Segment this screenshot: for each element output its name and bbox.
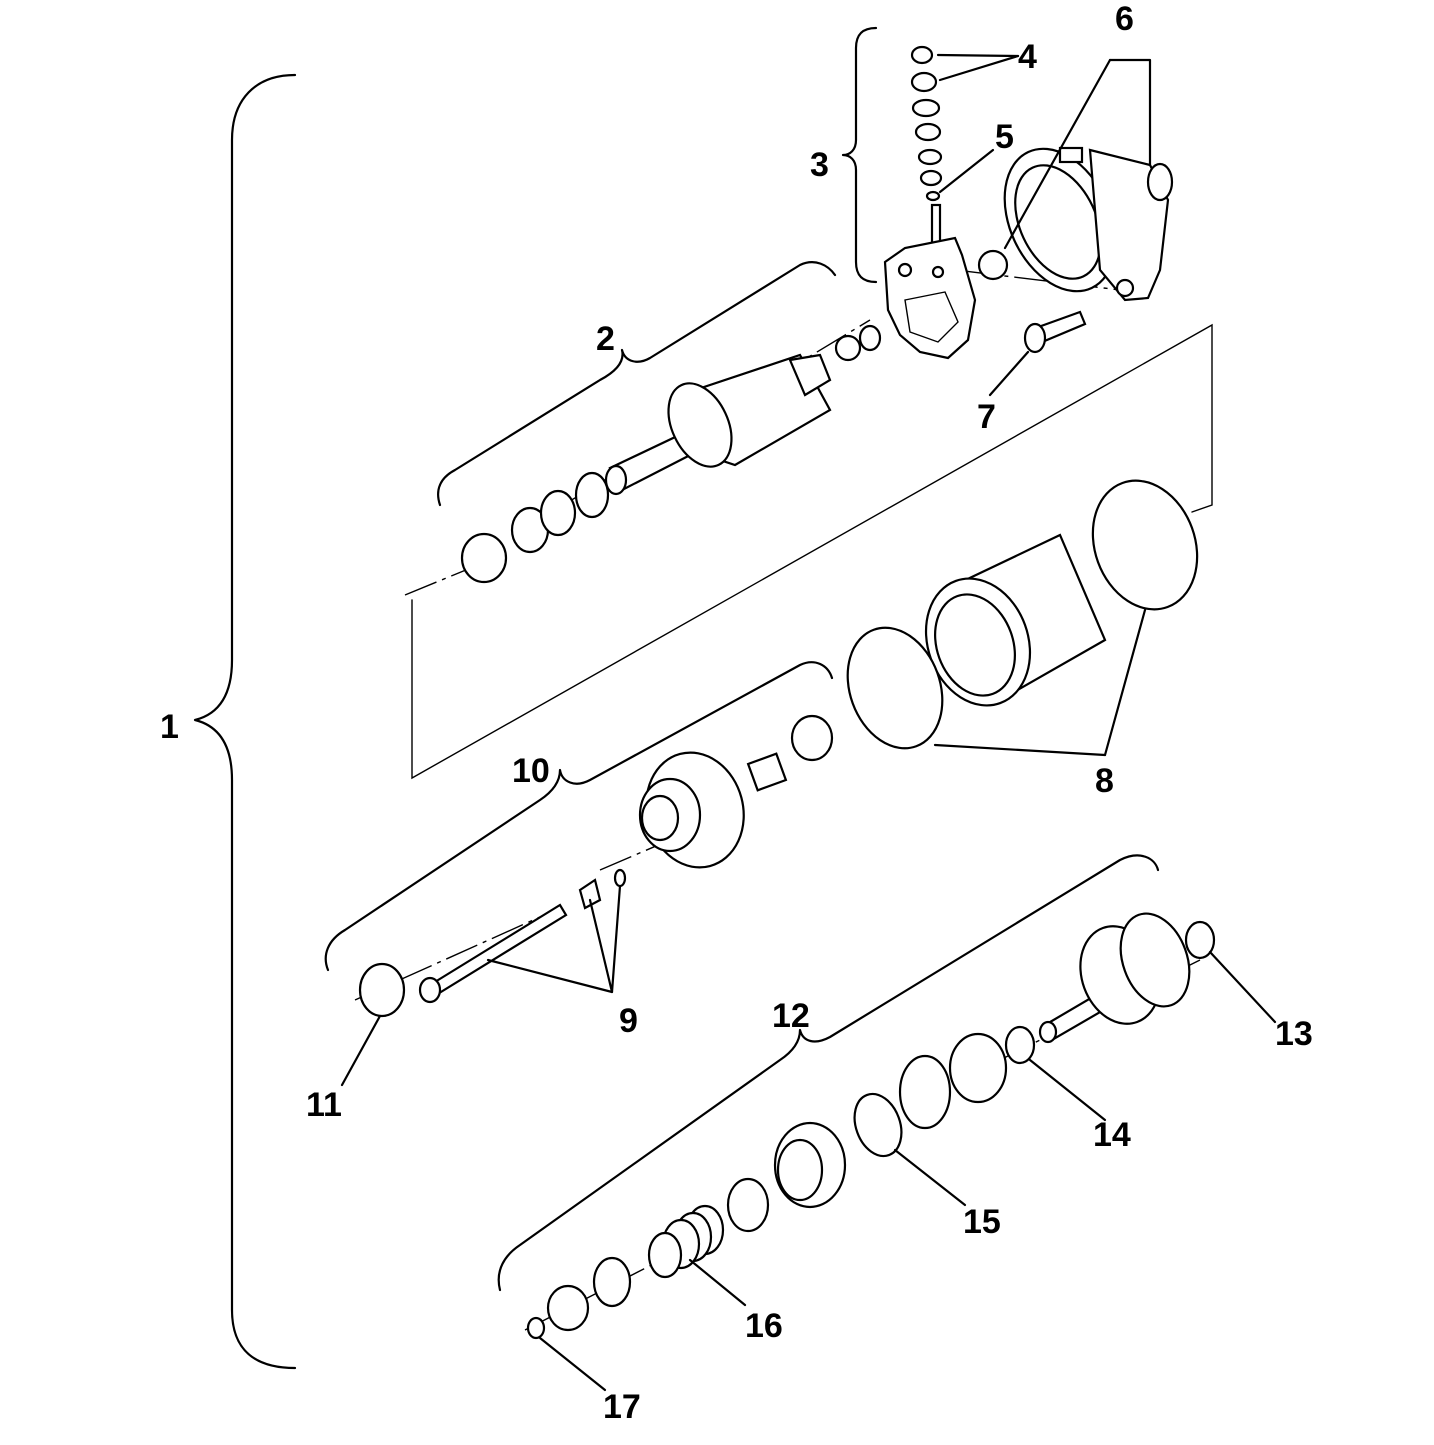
circlip-part-17 <box>526 1316 546 1340</box>
leader-8a <box>933 743 1107 757</box>
brace-group-12 <box>497 854 1160 1292</box>
leader-17 <box>538 1336 607 1392</box>
nut-stack-part-4 <box>910 45 943 202</box>
ring-part-11 <box>358 962 406 1018</box>
leader-11 <box>340 1014 382 1087</box>
collar <box>592 1256 632 1308</box>
stop-washer <box>546 1284 590 1332</box>
callout-3: 3 <box>810 146 829 184</box>
callout-10: 10 <box>512 752 550 790</box>
screw-part-7 <box>1023 310 1087 354</box>
yoke-part-8 <box>846 479 1199 750</box>
brush-holder-part-3 <box>883 203 977 360</box>
callout-8: 8 <box>1095 762 1114 800</box>
clip-part-14 <box>1004 1025 1036 1065</box>
leader-14 <box>1028 1058 1107 1122</box>
callout-11: 11 <box>306 1086 342 1124</box>
through-bolt-part-9 <box>418 868 627 1004</box>
brace-group-10 <box>324 661 834 972</box>
callout-5: 5 <box>995 118 1014 156</box>
gear-shaft-part-13 <box>1038 912 1216 1044</box>
leader-7 <box>988 350 1030 397</box>
leader-4a <box>936 53 1020 58</box>
leader-9b <box>610 884 622 994</box>
leader-6b <box>1108 58 1152 167</box>
leader-6a <box>1003 58 1112 250</box>
pinion-inner <box>776 1138 824 1202</box>
leader-15 <box>893 1148 967 1207</box>
centerline-bolt <box>354 907 561 1001</box>
callout-2: 2 <box>596 320 615 358</box>
armature-part-2 <box>460 324 882 584</box>
callout-16: 16 <box>745 1307 783 1345</box>
callout-13: 13 <box>1275 1015 1313 1053</box>
washer-plate <box>948 1032 1008 1104</box>
callout-7: 7 <box>977 398 996 436</box>
leader-4b <box>938 54 1020 82</box>
cam-stopper <box>898 1054 952 1130</box>
spring-part-16 <box>647 1204 725 1279</box>
callout-1: 1 <box>160 708 179 746</box>
leader-8b <box>1103 608 1147 757</box>
brace-group-3 <box>841 26 878 284</box>
sleeve <box>726 1177 770 1233</box>
callout-15: 15 <box>963 1203 1001 1241</box>
callout-4: 4 <box>1018 38 1037 76</box>
end-housing-part-6 <box>977 146 1174 302</box>
leader-16 <box>688 1258 747 1307</box>
leader-5 <box>938 148 995 194</box>
callout-12: 12 <box>772 997 810 1035</box>
callout-6: 6 <box>1115 0 1134 38</box>
callout-14: 14 <box>1093 1116 1131 1154</box>
callout-9: 9 <box>619 1002 638 1040</box>
callout-17: 17 <box>603 1388 641 1426</box>
brace-group-2 <box>437 261 837 507</box>
snap-ring-part-15 <box>853 1092 903 1158</box>
brace-assembly-1 <box>193 73 297 1370</box>
leader-13 <box>1208 950 1277 1024</box>
yoke-frame-outline <box>411 323 1213 780</box>
end-cover-part-10 <box>638 714 834 869</box>
